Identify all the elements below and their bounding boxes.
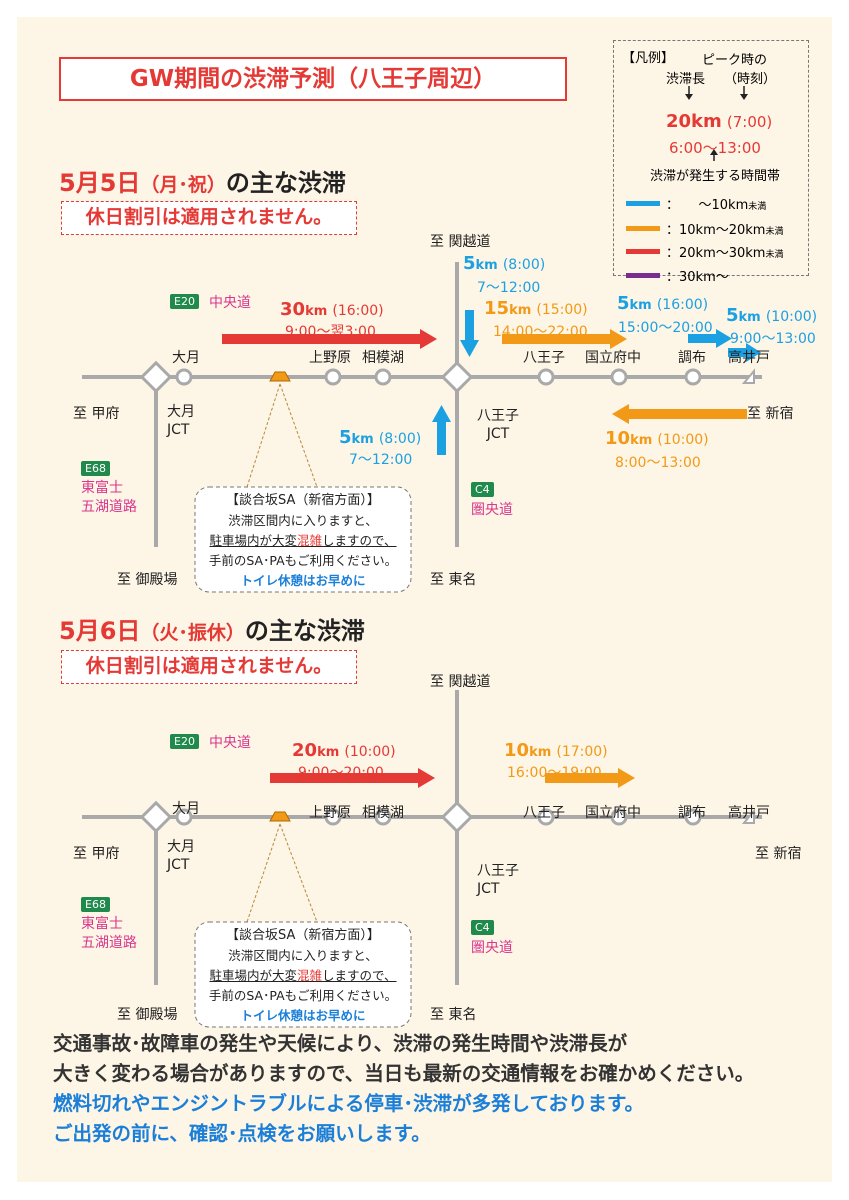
label-chofu-2: 調布 — [678, 805, 706, 821]
label-fuji: 東富士五湖道路 — [81, 480, 137, 515]
callout-title: 【談合坂SA（新宿方面）】 — [226, 493, 380, 508]
section1-warning: 休日割引は適用されません。 — [61, 201, 357, 235]
legend-example: 20km (7:00) — [666, 111, 772, 132]
label-koufu: 至 甲府 — [73, 406, 120, 422]
callout-1: 【談合坂SA（新宿方面）】 渋滞区間内に入りますと、 駐車場内が大変混雑しますの… — [195, 491, 411, 591]
label-shinjuku-2: 至 新宿 — [755, 846, 802, 862]
section2-roads — [82, 690, 762, 1028]
legend-peak-line2a: 渋滞長 — [666, 72, 706, 87]
legend-example-time: (7:00) — [726, 113, 773, 131]
label-chuo-2: 中央道 — [209, 735, 251, 751]
label-kaminohara: 上野原 — [309, 350, 351, 366]
congestion-1-peak: 30km (16:00) — [280, 299, 384, 320]
congestion-3-peak: 15km (15:00) — [484, 298, 588, 319]
section1-title: 5月5日（月･祝）の主な渋滞 — [59, 169, 346, 197]
legend-swatch-purple — [626, 273, 660, 278]
label-gotemba: 至 御殿場 — [117, 572, 178, 588]
legend-item-purple: ：30km〜 — [666, 270, 729, 285]
label-takaido-2: 高井戸 — [728, 805, 770, 821]
legend-item-red: ：20km〜30km未満 — [666, 246, 784, 261]
legend-swatch-orange — [626, 226, 660, 231]
congestion-6-peak: 5km (8:00) — [339, 427, 422, 448]
congestion-7-range: 8:00〜13:00 — [615, 455, 701, 471]
legend-peak-line1: ピーク時の — [702, 53, 768, 68]
congestion-s2-1-range: 9:00〜20:00 — [298, 765, 384, 781]
section2-warning: 休日割引は適用されません。 — [61, 650, 357, 684]
sign-c4-2: C4 — [471, 920, 494, 935]
congestion-5-range: 9:00〜13:00 — [730, 331, 816, 347]
label-chuo: 中央道 — [209, 295, 251, 311]
congestion-s2-2-peak: 10km (17:00) — [504, 740, 608, 761]
congestion-s2-2-range: 16:00〜19:00 — [507, 765, 602, 781]
footer-line4: ご出発の前に、確認･点検をお願いします。 — [53, 1122, 431, 1145]
footer-line2: 大きく変わる場合がありますので、当日も最新の交通情報をお確かめください。 — [53, 1062, 755, 1085]
title-box: GW期間の渋滞予測（八王子周辺） — [59, 57, 567, 101]
label-kanetsu-2: 至 関越道 — [430, 674, 491, 690]
sign-e68: E68 — [81, 461, 110, 476]
label-kenodo: 圏央道 — [471, 502, 513, 518]
label-sagamiko-2: 相模湖 — [362, 805, 404, 821]
footer-line3: 燃料切れやエンジントラブルによる停車･渋滞が多発しております。 — [53, 1092, 645, 1115]
legend-example-km: 20km — [666, 111, 722, 132]
legend-item-orange: ：10km〜20km未満 — [666, 223, 784, 238]
label-shinjuku: 至 新宿 — [747, 406, 794, 422]
label-sagamiko: 相模湖 — [362, 350, 404, 366]
page: GW期間の渋滞予測（八王子周辺） 【凡例】 ピーク時の 渋滞長 （時刻） 20k… — [17, 17, 832, 1182]
legend-peak-line2b: （時刻） — [724, 72, 777, 87]
label-gotemba-2: 至 御殿場 — [117, 1007, 178, 1023]
label-hachioji: 八王子 — [523, 350, 565, 366]
sign-c4: C4 — [471, 482, 494, 497]
section2-title: 5月6日（火･振休）の主な渋滞 — [59, 617, 365, 645]
congestion-s2-1-peak: 20km (10:00) — [292, 740, 396, 761]
congestion-5-peak: 5km (10:00) — [726, 305, 818, 326]
congestion-2-peak: 5km (8:00) — [463, 253, 546, 274]
legend: 【凡例】 ピーク時の 渋滞長 （時刻） 20km (7:00) 6:00〜13:… — [613, 40, 809, 285]
congestion-1-range: 9:00〜翌3:00 — [285, 324, 376, 340]
footer-line1: 交通事故･故障車の発生や天候により、渋滞の発生時間や渋滞長が — [53, 1032, 628, 1055]
label-chofu: 調布 — [678, 350, 706, 366]
legend-example-range: 6:00〜13:00 — [669, 139, 761, 157]
sign-e68-2: E68 — [81, 897, 110, 912]
label-kunitachifuchu: 国立府中 — [585, 350, 641, 366]
label-kunitachifuchu-2: 国立府中 — [585, 805, 641, 821]
label-koufu-2: 至 甲府 — [73, 846, 120, 862]
legend-swatch-red — [626, 249, 660, 254]
legend-header: 【凡例】 — [622, 51, 675, 66]
label-otsuki-2: 大月 — [172, 801, 200, 817]
label-kanetsu: 至 関越道 — [430, 234, 491, 250]
label-otsuki: 大月 — [172, 350, 200, 366]
congestion-2-range: 7〜12:00 — [477, 280, 541, 296]
legend-swatch-blue — [626, 201, 660, 206]
page-title: GW期間の渋滞予測（八王子周辺） — [129, 66, 497, 92]
label-tomei-2: 至 東名 — [430, 1007, 477, 1023]
label-kenodo-2: 圏央道 — [471, 940, 513, 956]
label-kaminohara-2: 上野原 — [309, 805, 351, 821]
callout-title-2: 【談合坂SA（新宿方面）】 — [226, 928, 380, 943]
congestion-4-range: 15:00〜20:00 — [618, 320, 713, 336]
section1-roads — [82, 262, 762, 593]
legend-arrows — [685, 86, 748, 161]
footer-notice: 交通事故･故障車の発生や天候により、渋滞の発生時間や渋滞長が 大きく変わる場合が… — [53, 1029, 813, 1149]
label-tomei: 至 東名 — [430, 572, 477, 588]
callout-2: 【談合坂SA（新宿方面）】 渋滞区間内に入りますと、 駐車場内が大変混雑しますの… — [195, 926, 411, 1026]
congestion-4-peak: 5km (16:00) — [617, 293, 709, 314]
legend-item-blue: ： 〜10km未満 — [666, 198, 767, 213]
sign-e20: E20 — [170, 294, 199, 309]
congestion-3-range: 14:00〜22:00 — [493, 324, 588, 340]
label-fuji-2: 東富士五湖道路 — [81, 916, 137, 951]
congestion-6-range: 7〜12:00 — [349, 452, 413, 468]
label-hachioji-2: 八王子 — [523, 805, 565, 821]
label-takaido: 高井戸 — [728, 350, 770, 366]
sign-e20-2: E20 — [170, 734, 199, 749]
congestion-7-peak: 10km (10:00) — [605, 428, 709, 449]
legend-footer: 渋滞が発生する時間帯 — [650, 169, 781, 184]
